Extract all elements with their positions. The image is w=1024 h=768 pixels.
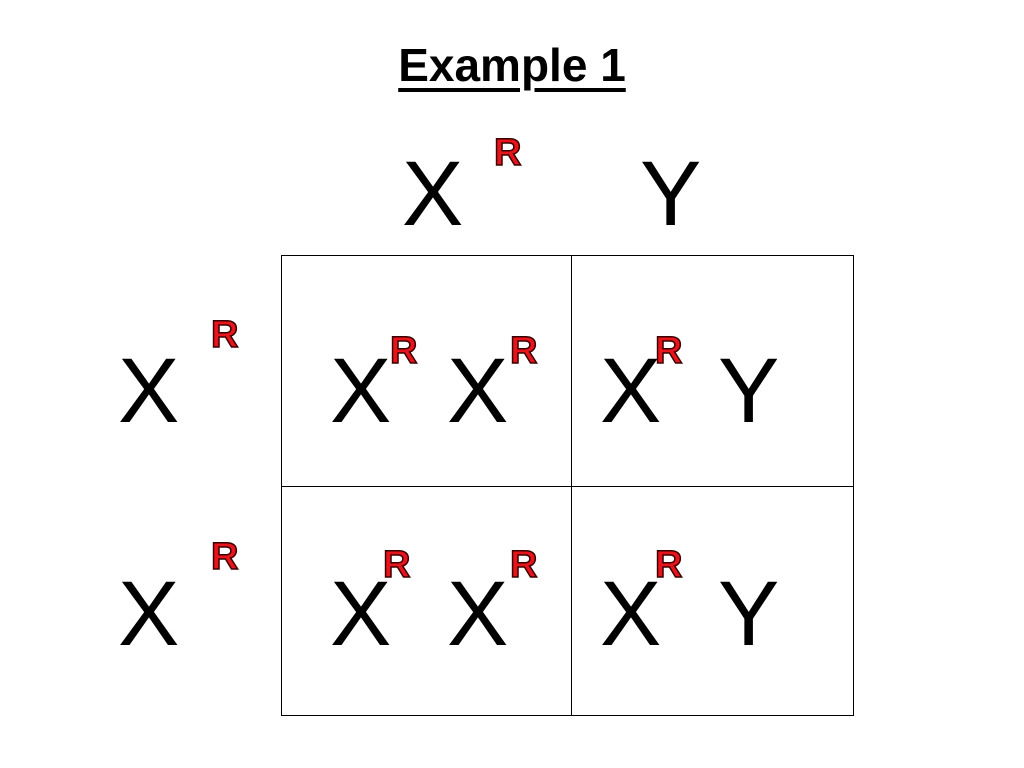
cell-r1-c1-allele-2: X — [447, 340, 509, 442]
cell-r1-c2-allele-2: Y — [718, 340, 780, 442]
row-header-2-superscript: R — [210, 536, 239, 578]
cell-r1-c2-allele-1: X — [600, 340, 662, 442]
grid-top-border — [281, 255, 854, 256]
column-header-1-allele: X — [402, 143, 464, 245]
page-title-text: Example 1 — [398, 39, 626, 91]
cell-r1-c2-superscript-1: R — [654, 330, 683, 372]
cell-r2-c1-superscript-1: R — [382, 544, 411, 586]
cell-r1-c1-superscript-2: R — [509, 330, 538, 372]
column-header-2-allele: Y — [640, 143, 702, 245]
cell-r2-c1-allele-1: X — [330, 563, 392, 665]
grid-left-border — [281, 255, 282, 716]
row-header-1-allele: X — [118, 340, 180, 442]
row-header-2-allele: X — [118, 563, 180, 665]
grid-middle-horizontal — [281, 486, 854, 487]
row-header-1-superscript: R — [210, 314, 239, 356]
cell-r1-c1-allele-1: X — [330, 340, 392, 442]
cell-r2-c2-superscript-1: R — [654, 544, 683, 586]
grid-middle-vertical — [571, 255, 572, 716]
cell-r2-c2-allele-2: Y — [718, 563, 780, 665]
column-header-1-superscript: R — [493, 132, 522, 174]
grid-right-border — [853, 255, 854, 716]
grid-bottom-border — [281, 715, 854, 716]
cell-r2-c1-allele-2: X — [447, 563, 509, 665]
cell-r2-c1-superscript-2: R — [509, 544, 538, 586]
cell-r1-c1-superscript-1: R — [389, 330, 418, 372]
cell-r2-c2-allele-1: X — [600, 563, 662, 665]
page-title: Example 1 — [0, 42, 1024, 88]
